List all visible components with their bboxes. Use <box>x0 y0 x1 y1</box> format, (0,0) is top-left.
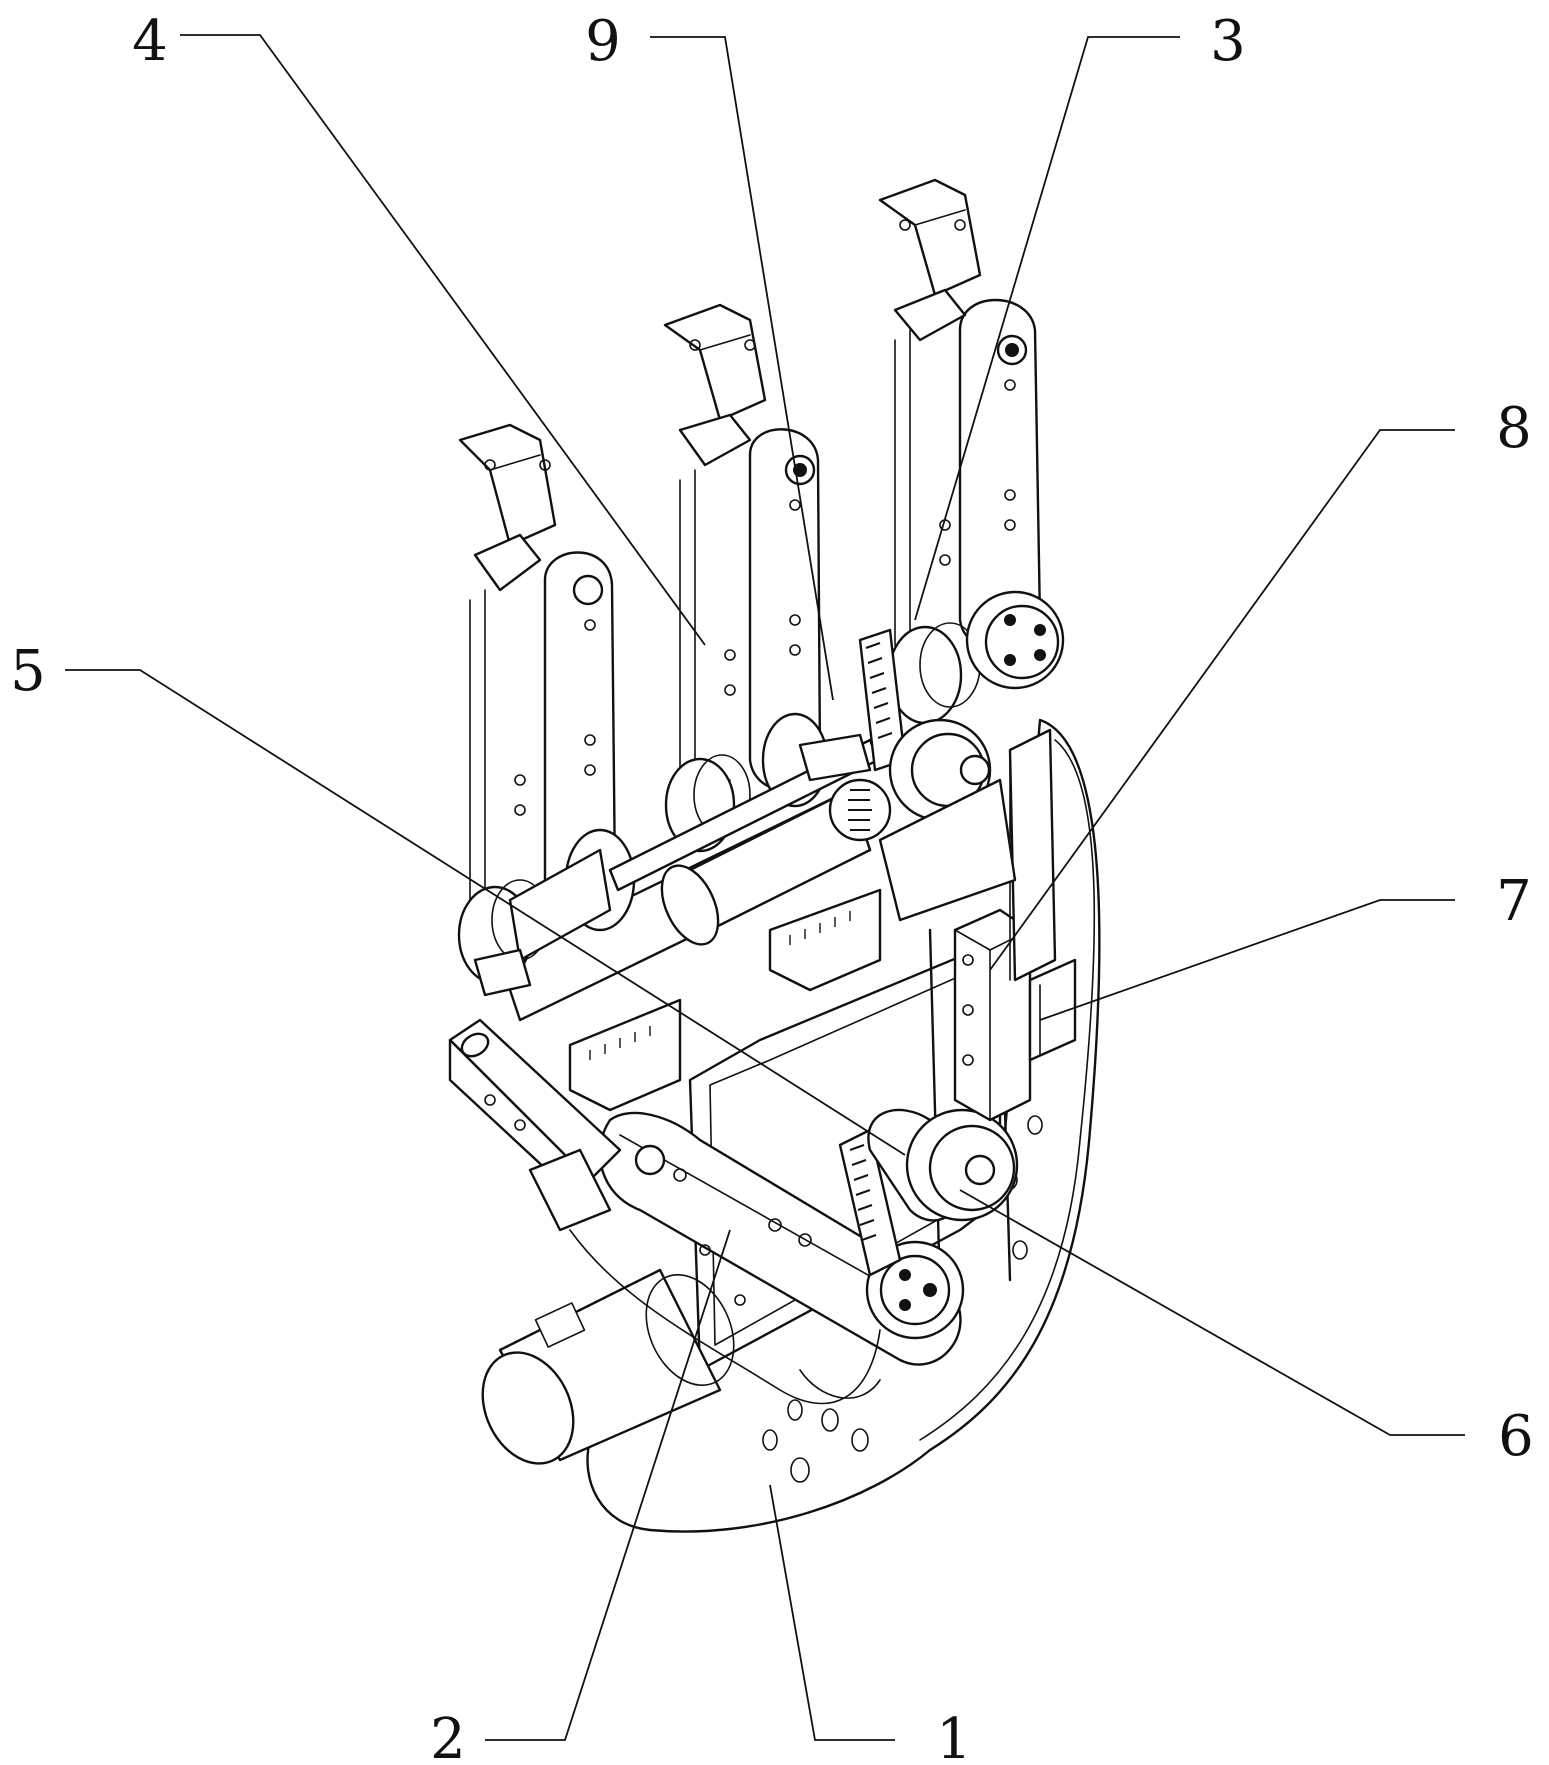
plate-hole <box>1012 1240 1028 1260</box>
numeral-7: 7 <box>1496 869 1532 934</box>
palm-base-plate <box>586 718 1101 1533</box>
thumb-drive-gears <box>838 1108 1019 1277</box>
fingertip-right <box>878 178 982 297</box>
plate-hole <box>851 1428 869 1452</box>
leader-6 <box>959 1189 1465 1436</box>
numeral-6: 6 <box>1498 1404 1534 1469</box>
plate-hole <box>762 1429 778 1451</box>
leader-9 <box>650 36 834 701</box>
leader-3 <box>914 36 1180 621</box>
leader-lines <box>65 34 1465 1741</box>
support-block <box>1028 958 1077 1062</box>
numeral-2: 2 <box>430 1707 466 1765</box>
vertical-bracket <box>953 728 1057 1122</box>
plate-hole <box>790 1457 810 1483</box>
leader-8 <box>989 429 1455 971</box>
reference-numerals: 4 9 3 8 7 5 6 2 1 <box>10 9 1534 1765</box>
fingertip-middle <box>663 303 767 422</box>
leader-2 <box>485 1229 731 1741</box>
finger-right <box>878 178 1065 725</box>
leader-4 <box>180 34 706 646</box>
numeral-1: 1 <box>936 1707 972 1765</box>
thumb-assembly <box>448 1018 965 1405</box>
knuckle-gears <box>798 628 1017 922</box>
numeral-9: 9 <box>585 9 621 74</box>
fingertip-left <box>458 423 557 547</box>
plate-hole <box>1027 1115 1043 1135</box>
leader-5 <box>65 669 906 1156</box>
finger-left <box>457 423 636 997</box>
numeral-4: 4 <box>132 9 168 74</box>
numeral-3: 3 <box>1210 9 1246 74</box>
leader-1 <box>769 1484 895 1741</box>
plate-hole <box>821 1408 839 1432</box>
numeral-5: 5 <box>10 639 46 704</box>
knuckle-motor <box>498 788 882 1112</box>
leader-7 <box>1039 899 1455 1021</box>
thumb-pivot-hole <box>634 1144 666 1176</box>
plate-hole <box>787 1399 803 1421</box>
numeral-8: 8 <box>1496 396 1532 461</box>
